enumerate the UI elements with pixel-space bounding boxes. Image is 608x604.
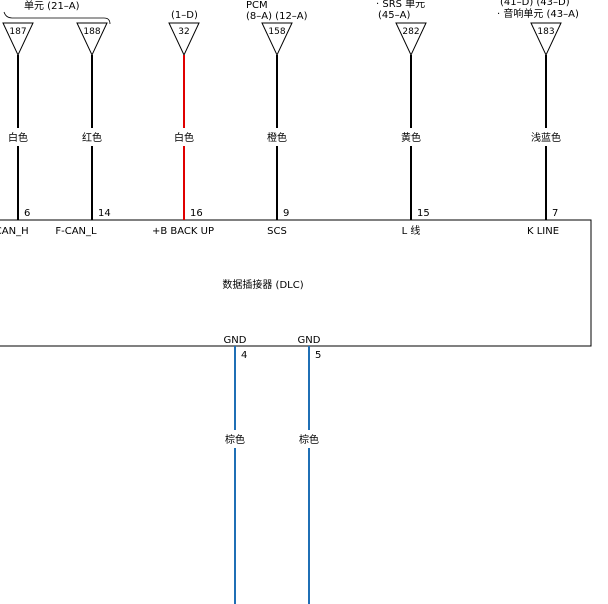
- connector-ref-triangle: [168, 22, 200, 57]
- connector-ref-number: 32: [178, 27, 189, 37]
- wire-color-label: 橙色: [267, 131, 287, 144]
- connector-ref-number: 282: [402, 27, 419, 37]
- ground-wire-color-label: 棕色: [225, 433, 245, 446]
- ground-pin-number: 4: [241, 350, 247, 361]
- signal-name: K LINE: [527, 226, 559, 237]
- connector-ref-triangle: [261, 22, 293, 57]
- label-unit-21a: 单元 (21–A): [24, 0, 80, 12]
- ground-wires: GND 4 棕色 GND 5 棕色: [224, 335, 321, 604]
- connector-ref-number: 188: [83, 27, 100, 37]
- pin-number: 14: [98, 208, 111, 219]
- pin-number: 15: [417, 208, 430, 219]
- signal-name: F-CAN_H: [0, 226, 29, 237]
- label-pcm: PCM: [246, 0, 268, 11]
- circuit-15: 282 黄色 15 L 线: [395, 22, 430, 237]
- pin-number: 16: [190, 208, 203, 219]
- connector-ref-number: 187: [9, 27, 26, 37]
- ground-circuit-4: GND 4 棕色: [224, 335, 247, 604]
- connector-ref-number: 158: [268, 27, 285, 37]
- connector-ref-triangle: [2, 22, 34, 57]
- pin-number: 7: [552, 208, 558, 219]
- bracket-unit-21a: [3, 11, 111, 25]
- ground-pin-number: 5: [315, 350, 321, 361]
- ground-signal-name: GND: [224, 335, 247, 346]
- label-ref-1d: (1–D): [171, 10, 198, 21]
- label-pcm-refs: (8–A) (12–A): [246, 11, 308, 22]
- signal-name: SCS: [267, 226, 287, 237]
- upper-wires: 187 白色 6F-CAN_H 188 红色 14F-CAN_L 32 白色 16 +B BACK…: [0, 22, 562, 237]
- connector-ref-number: 183: [537, 27, 554, 37]
- connector-ref-triangle: [76, 22, 108, 57]
- ground-circuit-5: GND 5 棕色: [298, 335, 321, 604]
- label-srs-ref: (45–A): [378, 10, 410, 21]
- signal-name: L 线: [402, 224, 421, 237]
- signal-name: +B BACK UP: [152, 226, 214, 237]
- signal-name: F-CAN_L: [55, 226, 97, 237]
- label-srs: · SRS 单元: [376, 0, 425, 10]
- connector-ref-triangle: [395, 22, 427, 57]
- wire-color-label: 黄色: [401, 131, 421, 144]
- ground-signal-name: GND: [298, 335, 321, 346]
- dlc-connector-box: [0, 219, 592, 347]
- ground-wire-color-label: 棕色: [299, 433, 319, 446]
- wire-color-label: 白色: [8, 131, 28, 144]
- connector-ref-triangle: [530, 22, 562, 57]
- circuit-6: 187 白色 6F-CAN_H: [0, 22, 34, 237]
- circuit-7: 183 浅蓝色 7 K LINE: [527, 22, 562, 237]
- pin-number: 9: [283, 208, 289, 219]
- label-audio: · 音响单元 (43–A): [497, 7, 579, 20]
- pin-number: 6: [24, 208, 30, 219]
- dlc-label: 数据插接器 (DLC): [222, 278, 303, 291]
- circuit-14: 188 红色 14F-CAN_L: [55, 22, 111, 237]
- wire-color-label: 白色: [174, 131, 194, 144]
- circuit-16: 32 白色 16 +B BACK UP: [152, 22, 214, 237]
- wire-color-label: 浅蓝色: [531, 131, 561, 144]
- label-audio-refs: (41–D) (43–D): [500, 0, 570, 8]
- wire-color-label: 红色: [82, 131, 102, 144]
